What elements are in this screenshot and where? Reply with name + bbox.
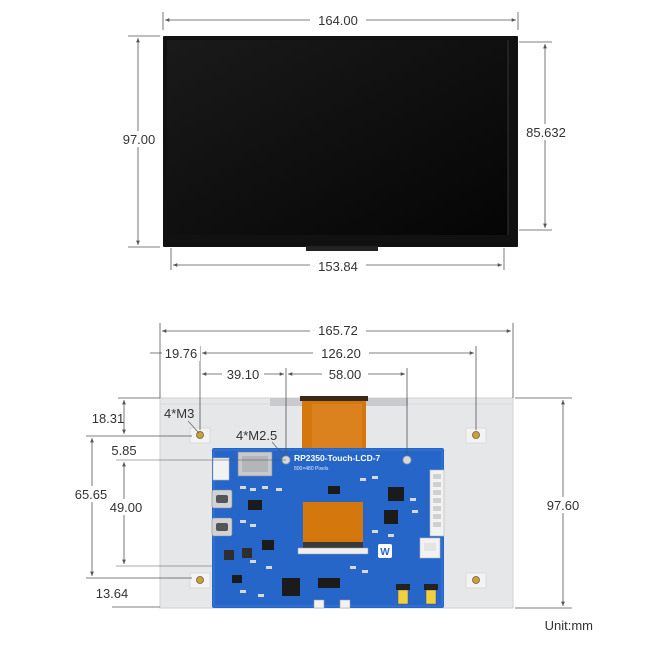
dim-board-offset-x: 39.10 [227,367,260,382]
fpc-latch [297,547,369,555]
front-view: 164.00 97.00 85.632 153.84 [116,12,572,274]
smd-components [240,476,418,597]
mount-hole-top-left [189,427,211,444]
mount-hole-bottom-left [189,572,211,589]
chip-small-7 [318,578,340,588]
pcb-hole-top-right [402,455,412,465]
chip-small-6 [232,575,242,583]
dim-board-hole-spacing-x: 58.00 [329,367,362,382]
unit-label: Unit:mm [544,618,593,633]
waveshare-logo [378,544,392,558]
left-top-connector [212,457,230,481]
chip-small-5 [328,486,340,494]
button-reset [425,589,437,605]
back-view: RP2350-Touch-LCD-7 800×480 Pixels [68,322,586,609]
label-m3-holes: 4*M3 [164,406,194,421]
dim-active-height: 85.632 [526,125,566,140]
pcb-subtitle: 800×480 Pixels [294,466,329,472]
bottom-connector-2 [339,599,351,609]
chip-small-1 [248,500,262,510]
dim-board-hole-offset-y: 5.85 [111,443,136,458]
lcd-bottom-tab [306,246,378,251]
dim-hole-offset-x: 19.76 [165,346,198,361]
dim-back-height: 97.60 [547,498,580,513]
inductor [242,548,252,558]
button-boot [397,589,409,605]
lcd-screen [167,40,508,235]
bottom-connector-1 [313,599,325,609]
dim-hole-spacing-x: 126.20 [321,346,361,361]
chip-small-3 [384,510,398,524]
mount-hole-top-right [465,427,487,444]
dim-front-height: 97.00 [123,132,156,147]
dim-board-hole-spacing-y: 49.00 [110,500,143,515]
dim-bottom-offset-y: 13.64 [96,586,129,601]
inductor-2 [224,550,234,560]
dim-hole-offset-y: 18.31 [92,411,125,426]
dim-back-width: 165.72 [318,323,358,338]
dim-active-width: 153.84 [318,259,358,274]
label-m25-holes: 4*M2.5 [236,428,277,443]
logo-text: W [380,547,390,558]
main-chip [282,578,300,596]
mount-hole-bottom-right [465,572,487,589]
dim-hole-spacing-y: 65.65 [75,487,108,502]
pcb-title: RP2350-Touch-LCD-7 [294,453,381,463]
dim-front-width: 164.00 [318,13,358,28]
pcb-fpc-ribbon [303,502,363,546]
chip-small-2 [388,487,404,501]
chip-small-4 [262,540,274,550]
